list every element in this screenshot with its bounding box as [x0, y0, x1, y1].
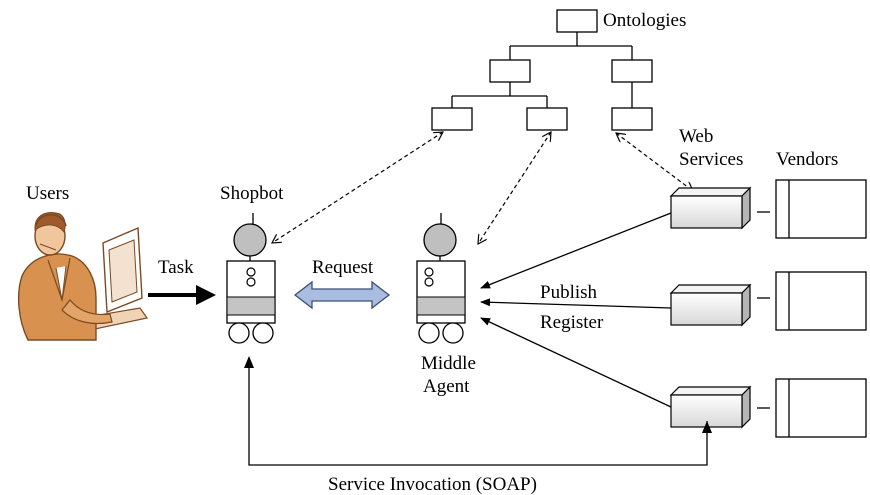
vendors-label: Vendors: [776, 149, 838, 170]
register-label: Register: [540, 312, 604, 333]
shopbot-robot: robot-icon: [226, 213, 276, 344]
ontology-node-level1-left: [489, 59, 531, 83]
ontology-tree: Ontologies: [431, 9, 686, 131]
ontology-node-level2-a: [431, 107, 473, 131]
ontology-connector-root: [509, 32, 633, 60]
request-label: Request: [312, 257, 374, 278]
request-double-arrow: [293, 280, 391, 310]
ontology-node-level2-c: [611, 107, 653, 131]
web-service-middle: cuboid-server-icon: [669, 283, 752, 327]
middle-agent-label-line2: Agent: [423, 376, 470, 397]
service-invocation-arrow-up-webservice: [702, 421, 712, 433]
ontology-connector-left: [451, 82, 548, 108]
webservice-ontology-dashed-link: [616, 133, 693, 191]
publish-arrow-middle: [480, 298, 672, 309]
ontologies-label: Ontologies: [603, 10, 686, 31]
vendor-middle: storefront-icon: [757, 271, 867, 331]
task-arrow-head: [196, 285, 216, 305]
users-figure: person-at-computer-icon: [17, 212, 149, 341]
service-invocation-arrow-up-shopbot: [244, 356, 254, 368]
web-services-label-line2: Services: [679, 149, 743, 170]
ontology-node-level2-b: [526, 107, 568, 131]
task-label: Task: [158, 257, 194, 278]
vendor-top: storefront-icon: [757, 179, 867, 239]
shopbot-ontology-dashed-link: [272, 132, 443, 243]
publish-label: Publish: [540, 282, 598, 303]
middle-agent-ontology-dashed-link: [478, 132, 551, 244]
service-invocation-line: [248, 358, 708, 466]
middle-agent-robot: robot-icon: [416, 213, 466, 344]
web-service-top: cuboid-server-icon: [669, 186, 752, 230]
web-services-label-line1: Web: [679, 126, 713, 147]
ontology-node-level1-right: [611, 59, 653, 83]
shopbot-label: Shopbot: [220, 183, 284, 204]
vendor-bottom: storefront-icon: [757, 378, 867, 438]
ontology-node-root: [556, 9, 598, 33]
middle-agent-label-line1: Middle: [421, 353, 476, 374]
users-label: Users: [26, 183, 69, 204]
publish-arrow-bottom: [480, 317, 672, 408]
web-service-bottom: cuboid-server-icon: [669, 385, 752, 429]
publish-arrow-top: [480, 212, 672, 289]
service-invocation-label: Service Invocation (SOAP): [328, 474, 537, 495]
